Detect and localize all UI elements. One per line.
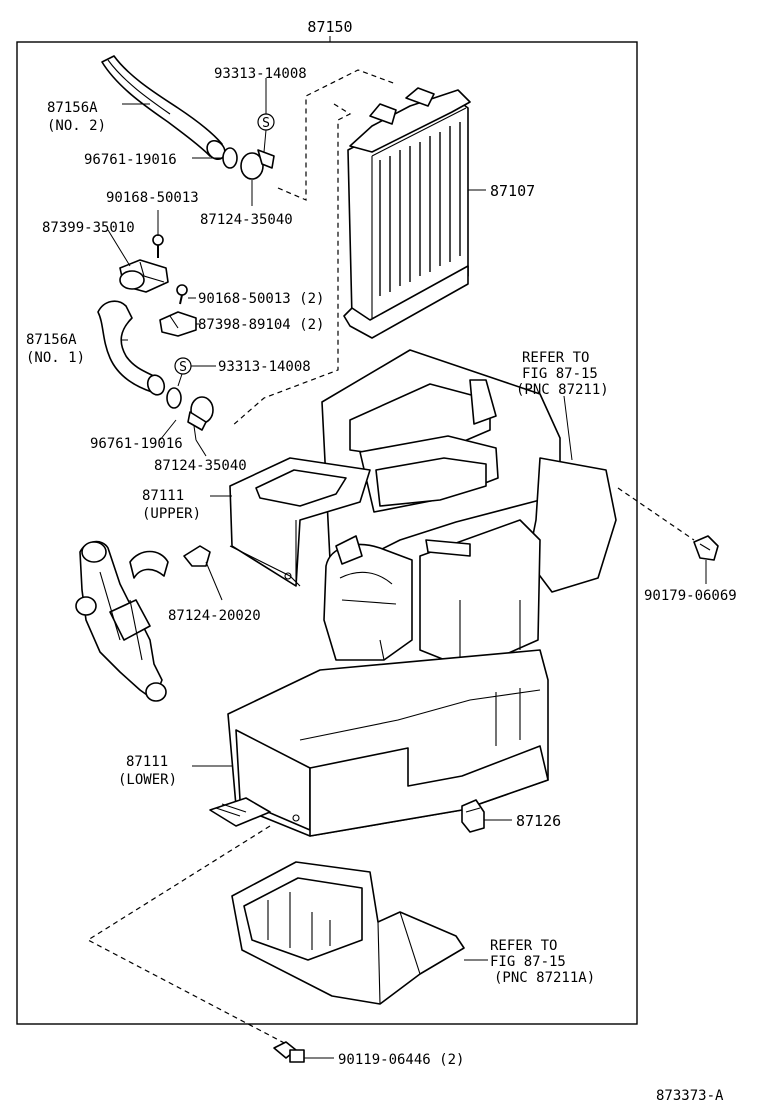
label-clip-small: 87124-20020 [168,608,261,624]
label-refer-upper-2: FIG 87-15 [522,366,598,382]
label-screw-b: 90168-50013 (2) [198,291,324,307]
label-o-ring-upper: 96761-19016 [84,152,177,168]
label-bolt-bottom: 90119-06446 (2) [338,1052,464,1068]
screw-b [176,284,188,305]
hose-clamp-upper [240,149,275,180]
label-refer-lower-1: REFER TO [490,938,557,954]
figure-code: 873373-A [656,1088,724,1104]
label-hose-clamp-upper: 87124-35040 [200,212,293,228]
label-refer-upper-3: (PNC 87211) [516,382,609,398]
heater-case-lower [209,649,549,837]
label-hose-no2: 87156A [47,100,98,116]
label-refer-lower-3: (PNC 87211A) [494,970,595,986]
label-clamp-bracket-b: 87398-89104 (2) [198,317,324,333]
label-o-ring-lower: 96761-19016 [90,436,183,452]
hose-clamp-lower [187,396,214,431]
label-hose-no1: 87156A [26,332,77,348]
heater-hose-no1 [97,300,166,396]
o-ring-lower [166,387,182,409]
label-heater-core: 87107 [490,182,535,200]
s-marker-lower: S [174,357,192,375]
label-clamp-s-upper: 93313-14008 [214,66,307,82]
label-clamp-s-lower: 93313-14008 [218,359,311,375]
label-case-upper-note: (UPPER) [142,506,201,522]
heater-case-upper-side [229,457,371,587]
heater-case-upper [321,349,617,671]
heater-hose-no2 [101,55,226,161]
lower-duct [231,861,465,1005]
label-refer-upper-1: REFER TO [522,350,589,366]
drain-grommet [461,799,485,833]
pipe-bracket [75,540,169,702]
label-clip-right: 90179-06069 [644,588,737,604]
s-marker-upper: S [257,113,275,131]
label-case-upper: 87111 [142,488,184,504]
clip-small [183,545,211,567]
label-clamp-bracket-a: 87399-35010 [42,220,135,236]
label-case-lower: 87111 [126,754,168,770]
clip-right [693,535,719,561]
label-hose-no2-note: (NO. 2) [47,118,106,134]
assembly-frame [16,41,638,1025]
clamp-bracket-b [159,311,197,337]
bolt-bottom [273,1041,305,1063]
clamp-bracket-a [119,259,169,293]
svg-text:S: S [179,360,187,375]
label-case-lower-note: (LOWER) [118,772,177,788]
heater-core [343,87,471,339]
label-hose-clamp-lower: 87124-35040 [154,458,247,474]
svg-text:S: S [262,116,270,131]
label-drain: 87126 [516,812,561,830]
label-screw-a: 90168-50013 [106,190,199,206]
label-refer-lower-2: FIG 87-15 [490,954,566,970]
label-assembly: 87150 [307,18,352,36]
label-hose-no1-note: (NO. 1) [26,350,85,366]
o-ring-upper [222,147,238,169]
screw-a [152,234,164,258]
